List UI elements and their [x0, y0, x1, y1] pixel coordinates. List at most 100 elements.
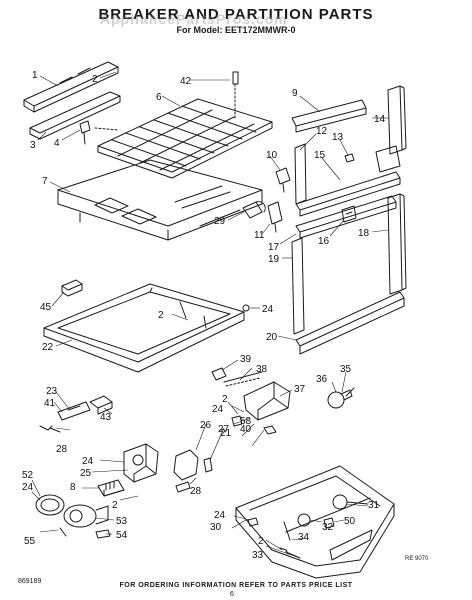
part-53-timer	[63, 504, 109, 528]
part-3-breaker-strip	[29, 91, 121, 140]
callout-2b: 2	[158, 310, 164, 321]
callout-31: 31	[368, 500, 380, 511]
callout-8: 8	[70, 482, 76, 493]
callout-24c: 24	[82, 456, 94, 467]
callout-3: 3	[30, 140, 36, 151]
part-52-wire-harness	[35, 494, 65, 516]
callout-15: 15	[314, 150, 326, 161]
watermark: AppliancePartsPros.com	[100, 11, 288, 27]
callout-2c: 2	[222, 394, 228, 405]
part-54-screw	[95, 529, 111, 539]
part-24-screw-a	[242, 304, 250, 312]
part-31-knob	[332, 494, 369, 510]
callout-22: 22	[42, 342, 54, 353]
part-15-center-rail	[295, 145, 401, 217]
part-43-switch-housing	[89, 395, 113, 415]
callout-58: 58	[240, 416, 252, 427]
part-42-pin	[232, 71, 239, 119]
part-1-breaker-strip	[23, 61, 119, 113]
part-28-screw-b	[175, 481, 191, 493]
callout-39: 39	[240, 354, 252, 365]
callout-6: 6	[156, 92, 162, 103]
callout-40: 40	[240, 424, 252, 435]
callout-30: 30	[210, 522, 222, 533]
callout-23: 23	[46, 386, 58, 397]
callout-27: 27	[218, 424, 230, 435]
callout-41: 41	[44, 398, 56, 409]
callout-25: 25	[80, 468, 92, 479]
part-41-bracket	[57, 401, 91, 421]
part-55-screw	[59, 527, 67, 537]
part-16-clip	[341, 205, 357, 223]
part-28-screw-a	[39, 425, 61, 433]
callout-21: 21	[220, 428, 232, 439]
part-26-switch	[173, 449, 199, 481]
part-11-bracket	[267, 201, 283, 233]
callout-28a: 28	[56, 444, 68, 455]
part-58-clip	[231, 415, 243, 427]
callout-16: 16	[318, 236, 330, 247]
callout-24a: 24	[262, 304, 274, 315]
part-33-control-console	[235, 465, 395, 579]
callout-13: 13	[332, 132, 344, 143]
callout-11: 11	[254, 230, 265, 241]
part-4-screw-clip	[79, 120, 119, 145]
part-40-screw	[263, 425, 277, 435]
callout-2e: 2	[258, 536, 264, 547]
part-27-screw	[203, 457, 213, 473]
part-20-bottom-rail	[295, 291, 405, 355]
part-35-bulb	[345, 387, 355, 397]
part-45-clip	[61, 279, 83, 297]
callout-53: 53	[116, 516, 128, 527]
part-7-tray	[57, 159, 263, 241]
callout-labels: 1 2 3 4 42 6 7 9 14 12 13 10 15 29 11 17…	[22, 70, 386, 561]
document-code: 869189	[18, 578, 42, 585]
callout-33: 33	[252, 550, 264, 561]
callout-24d: 24	[22, 482, 34, 493]
callout-28b: 28	[190, 486, 202, 497]
figure-code: RE 9070	[405, 556, 429, 562]
callout-20: 20	[266, 332, 278, 343]
callout-10: 10	[266, 150, 278, 161]
callout-2d: 2	[112, 500, 118, 511]
part-13-screw	[344, 153, 355, 163]
callout-37: 37	[294, 384, 306, 395]
part-14-side-panel	[387, 85, 407, 155]
callout-9: 9	[292, 88, 298, 99]
callout-2: 2	[92, 74, 98, 85]
part-29-hinge	[242, 201, 266, 219]
callout-36: 36	[316, 374, 328, 385]
callout-38: 38	[256, 364, 268, 375]
callout-32: 32	[322, 522, 334, 533]
part-50-clip	[323, 517, 335, 529]
callout-19: 19	[268, 254, 280, 265]
callout-18: 18	[358, 228, 370, 239]
part-34-screw	[283, 521, 291, 541]
part-22-shelf-pan	[43, 283, 245, 373]
callout-34: 34	[298, 532, 310, 543]
callout-45: 45	[40, 302, 52, 313]
part-18-side-panel	[387, 193, 407, 295]
part-37-lamp-socket-housing	[243, 381, 291, 421]
callout-24e: 24	[214, 510, 226, 521]
part-36-bulb	[327, 389, 353, 409]
callout-14: 14	[374, 114, 386, 125]
callout-43: 43	[100, 412, 112, 423]
ordering-note: FOR ORDERING INFORMATION REFER TO PARTS …	[119, 582, 353, 589]
callout-17: 17	[268, 242, 280, 253]
part-8-terminal-block	[97, 479, 125, 497]
callout-35: 35	[340, 364, 352, 375]
callout-54: 54	[116, 530, 128, 541]
callout-55: 55	[24, 536, 36, 547]
part-24-screw-e	[247, 517, 259, 527]
callout-12: 12	[316, 126, 328, 137]
callout-29: 29	[214, 216, 226, 227]
callout-52: 52	[22, 470, 34, 481]
callout-4: 4	[54, 138, 60, 149]
callout-24b: 24	[212, 404, 224, 415]
part-9-rail	[291, 99, 367, 133]
part-25-thermostat	[123, 443, 159, 483]
part-19-side-panel	[291, 237, 305, 335]
part-39-connector	[211, 367, 227, 381]
